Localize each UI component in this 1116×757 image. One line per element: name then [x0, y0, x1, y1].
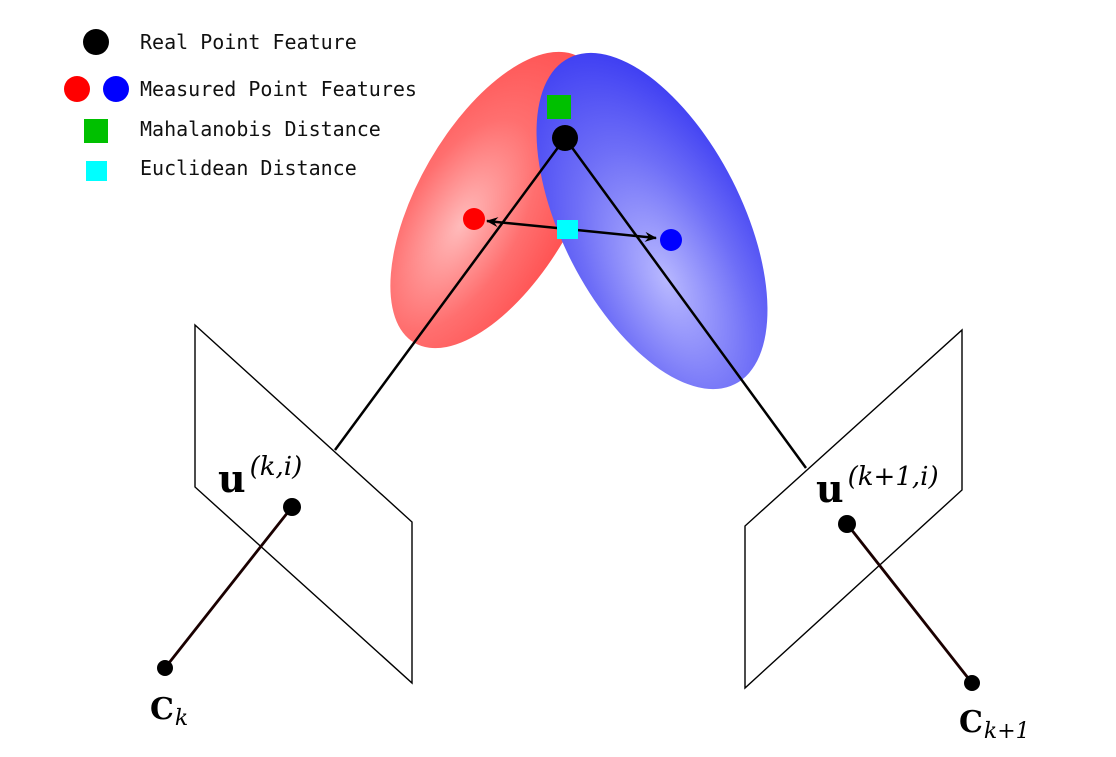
right-camera-ray — [845, 523, 974, 684]
euclidean-arrow-to-red — [486, 217, 568, 231]
right-image-point — [838, 515, 856, 533]
legend-euclidean-marker — [86, 161, 107, 181]
legend-red-measured-marker — [64, 76, 90, 102]
left-camera-label: Ck — [150, 692, 188, 731]
legend-real-point-label: Real Point Feature — [140, 30, 357, 54]
blue-measured-point — [660, 229, 682, 251]
legend-real-point-marker — [83, 29, 109, 55]
legend-euclidean-label: Euclidean Distance — [140, 156, 357, 180]
legend-blue-measured-marker — [103, 76, 129, 102]
left-camera-ray — [163, 506, 294, 669]
legend: Real Point Feature Measured Point Featur… — [64, 29, 417, 181]
left-image-point — [283, 498, 301, 516]
left-camera-center — [157, 660, 173, 676]
legend-measured-points-label: Measured Point Features — [140, 77, 417, 101]
right-camera-label: Ck+1 — [959, 705, 1030, 744]
right-image-plane — [744, 328, 963, 690]
euclidean-distance-marker — [557, 220, 578, 239]
legend-mahalanobis-marker — [84, 119, 108, 143]
mahalanobis-distance-marker — [547, 95, 571, 119]
real-point-feature — [552, 125, 578, 151]
blue-uncertainty-ellipse — [536, 52, 768, 390]
right-projection-ray — [563, 137, 808, 469]
right-image-point-label: u(k+1,i) — [816, 462, 939, 511]
red-measured-point — [463, 208, 485, 230]
left-image-plane — [194, 323, 413, 685]
euclidean-arrow-to-blue — [566, 227, 657, 242]
left-projection-ray — [333, 137, 567, 451]
left-image-point-label: u(k,i) — [218, 452, 302, 501]
right-camera-center — [964, 675, 980, 691]
legend-mahalanobis-label: Mahalanobis Distance — [140, 117, 381, 141]
